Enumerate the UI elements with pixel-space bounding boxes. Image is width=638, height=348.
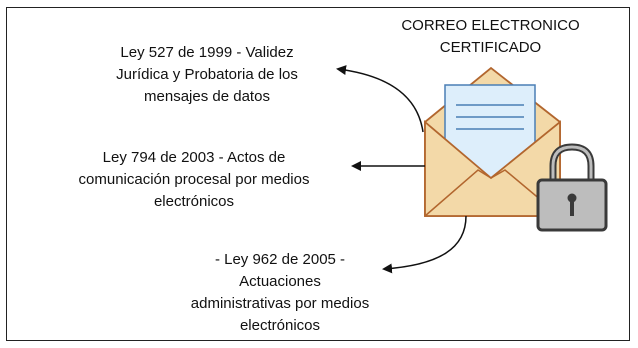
law-962-2005-label: - Ley 962 de 2005 - Actuaciones administ… <box>140 249 420 337</box>
law-line: mensajes de datos <box>144 88 270 105</box>
arrow-to-law-1 <box>336 65 424 133</box>
envelope-icon <box>424 66 561 217</box>
law-line: electrónicos <box>153 193 235 210</box>
law-line: Jurídica y Probatoria de los <box>116 66 298 83</box>
title-line: CORREO ELECTRONICO <box>401 17 580 34</box>
law-line: Ley 527 de 1999 - Validez <box>120 44 294 61</box>
law-line: electrónicos <box>239 317 321 334</box>
title-line: CERTIFICADO <box>439 39 542 56</box>
law-line: - Ley 962 de 2005 - <box>214 251 346 268</box>
law-line: Actuaciones <box>239 273 321 290</box>
law-line: Ley 794 de 2003 - Actos de <box>102 149 286 166</box>
diagram-border <box>6 7 630 341</box>
law-527-1999-label: Ley 527 de 1999 - Validez Jurídica y Pro… <box>58 42 356 108</box>
envelope-fold-lines <box>424 169 561 217</box>
diagram-title: CORREO ELECTRONICO CERTIFICADO <box>378 15 603 59</box>
law-line: comunicación procesal por medios <box>78 171 310 188</box>
envelope-front <box>424 120 561 217</box>
law-line: administrativas por medios <box>190 295 370 312</box>
arrow-to-law-3 <box>382 215 467 274</box>
law-794-2003-label: Ley 794 de 2003 - Actos de comunicación … <box>38 147 350 213</box>
padlock-icon <box>536 143 608 232</box>
